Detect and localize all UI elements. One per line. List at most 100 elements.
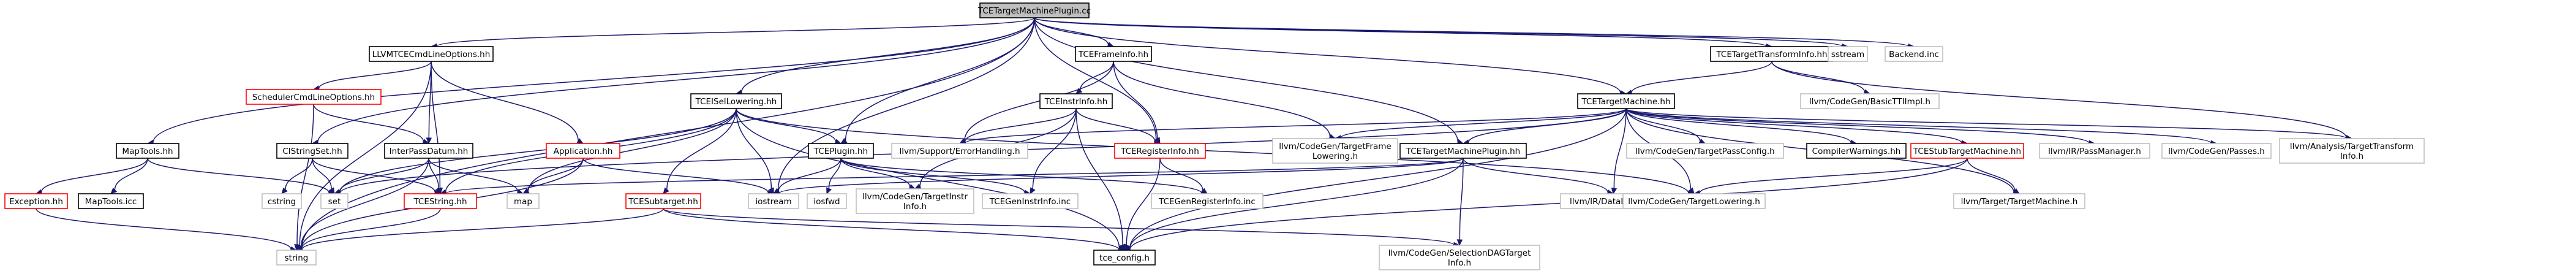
node-tcesubtarget-hh[interactable]: TCESubtarget.hh [625,193,701,209]
node-tcetargetmachineplugin-cc[interactable]: TCETargetMachinePlugin.cc [977,2,1091,18]
node-box [1039,93,1113,109]
node-tceregisterinfo-hh[interactable]: TCERegisterInfo.hh [1114,143,1206,159]
node-label: TCERegisterInfo.hh [1120,147,1199,156]
edge-application-to-map [522,158,584,194]
node-box [1828,46,1868,62]
node-tceinstrinfo-hh[interactable]: TCEInstrInfo.hh [1039,93,1113,109]
edge-tcetm-to-tcesubtm [1625,108,1968,146]
node-backend-inc: Backend.inc [1885,46,1943,62]
edge-tcesubtarget-to-tceconfig [663,208,1126,253]
node-box [1710,46,1834,62]
node-map: map [507,193,540,209]
node-label: Info.h [1448,258,1471,268]
edge-tcetm-to-dataLayout [1611,108,1627,195]
node-box [982,193,1079,209]
node-box [1093,250,1156,266]
node-tcetargetmachineplugin-hh[interactable]: TCETargetMachinePlugin.hh [1399,143,1527,159]
node-iosfwd: iosfwd [807,193,847,209]
node-box [1577,93,1675,109]
node-tcestubtargetmachine-hh[interactable]: TCEStubTargetMachine.hh [1910,143,2024,159]
node-label: InterPassDatum.hh [390,147,469,156]
node-tcetargetmachine-hh[interactable]: TCETargetMachine.hh [1577,93,1675,109]
node-label: iostream [755,197,791,207]
edge-tcereg-to-tcegenreg [1159,158,1208,194]
node-box [748,193,799,209]
node-llvm-codegen-targetlowering-h: llvm/CodeGen/TargetLowering.h [1622,193,1766,209]
edge-tcestring-to-string [295,208,441,251]
node-label: Lowering.h [1312,151,1358,161]
node-maptools-icc[interactable]: MapTools.icc [78,193,144,209]
node-tce-config-h[interactable]: tce_config.h [1093,250,1156,266]
node-tcegenregisterinfo-inc: TCEGenRegisterInfo.inc [1151,193,1264,209]
node-maptools-hh[interactable]: MapTools.hh [116,143,179,159]
node-box [625,193,701,209]
edge-tcesubtm-to-targetlowering [1693,158,1968,196]
node-iostream: iostream [748,193,799,209]
edge-maptools-to-set [147,158,336,196]
nodes-layer: TCETargetMachinePlugin.ccLLVMTCECmdLineO… [4,2,2425,270]
node-exception-hh[interactable]: Exception.hh [4,193,68,209]
node-llvm-codegen-targetpassconfig-h: llvm/CodeGen/TargetPassConfig.h [1626,143,1784,159]
node-box [2161,143,2272,159]
node-label: SchedulerCmdLineOptions.hh [252,93,375,102]
edge-llvmtce-to-sched [312,61,432,91]
node-llvmtcecmdlineoptions-hh[interactable]: LLVMTCECmdLineOptions.hh [369,46,494,62]
node-label: MapTools.hh [122,147,173,156]
node-box [1272,138,1398,164]
node-label: CIStringSet.hh [282,147,342,156]
node-llvm-analysis-targettransform-info-h: llvm/Analysis/TargetTransformInfo.h [2279,138,2425,164]
node-tceframeinfo-hh[interactable]: TCEFrameInfo.hh [1075,46,1152,62]
node-label: llvm/CodeGen/Passes.h [2168,147,2265,156]
node-application-hh[interactable]: Application.hh [546,143,620,159]
node-box [1075,46,1152,62]
node-box [807,193,847,209]
node-interpassdatum-hh[interactable]: InterPassDatum.hh [384,143,473,159]
edge-maptools-to-maptoolsicc [110,158,148,194]
edge-application-to-iostream [582,158,775,196]
node-label: Info.h [903,202,927,212]
node-label: TCEInstrInfo.hh [1044,97,1108,107]
node-tcetargettransforminfo-hh[interactable]: TCETargetTransformInfo.hh [1710,46,1834,62]
node-box [116,143,179,159]
edge-tcettinfo-to-basictti [1771,61,1871,95]
node-box [808,143,874,159]
node-box [1800,93,1940,109]
edge-root-to-tceplugin [840,17,1035,144]
node-label: Application.hh [554,147,613,156]
node-label: Exception.hh [9,197,63,207]
edge-tceplugin-to-iosfwd [826,158,842,195]
node-tceplugin-hh[interactable]: TCEPlugin.hh [808,143,874,159]
edge-tcesubtarget-to-string [295,208,664,253]
edge-interpass-to-tcestring [428,158,442,195]
node-box [1379,245,1540,270]
node-box [1114,143,1206,159]
node-llvm-codegen-basicttiimpl-h: llvm/CodeGen/BasicTTIImpl.h [1800,93,1940,109]
edge-exception-to-string [36,208,298,253]
edge-root-to-tceframe [1034,17,1115,48]
node-set: set [320,193,348,209]
node-tcestring-hh[interactable]: TCEString.hh [404,193,477,209]
edge-sched-to-interpass [313,104,430,145]
edge-maptools-to-exception [35,158,148,195]
node-box [507,193,540,209]
node-label: LLVMTCECmdLineOptions.hh [372,50,491,59]
node-label: llvm/Analysis/TargetTransform [2290,142,2414,151]
node-box [1622,193,1766,209]
node-cistringset-hh[interactable]: CIStringSet.hh [276,143,348,159]
edge-tceplugin-to-iostream [772,158,842,194]
node-box [979,2,1090,18]
node-compilerwarnings-hh[interactable]: CompilerWarnings.hh [1806,143,1907,159]
edge-tceisel-to-iostream [736,108,774,195]
node-label: cstring [268,197,296,207]
node-box [690,93,782,109]
node-label: sstream [1831,50,1864,59]
node-label: MapTools.icc [85,197,137,207]
node-string: string [276,250,317,266]
node-schedulercmdlineoptions-hh[interactable]: SchedulerCmdLineOptions.hh [246,89,382,105]
node-label: TCETargetMachine.hh [1581,97,1670,107]
edge-tceinstr-to-errhandling [958,108,1077,145]
node-tceisellowering-hh[interactable]: TCEISelLowering.hh [690,93,782,109]
